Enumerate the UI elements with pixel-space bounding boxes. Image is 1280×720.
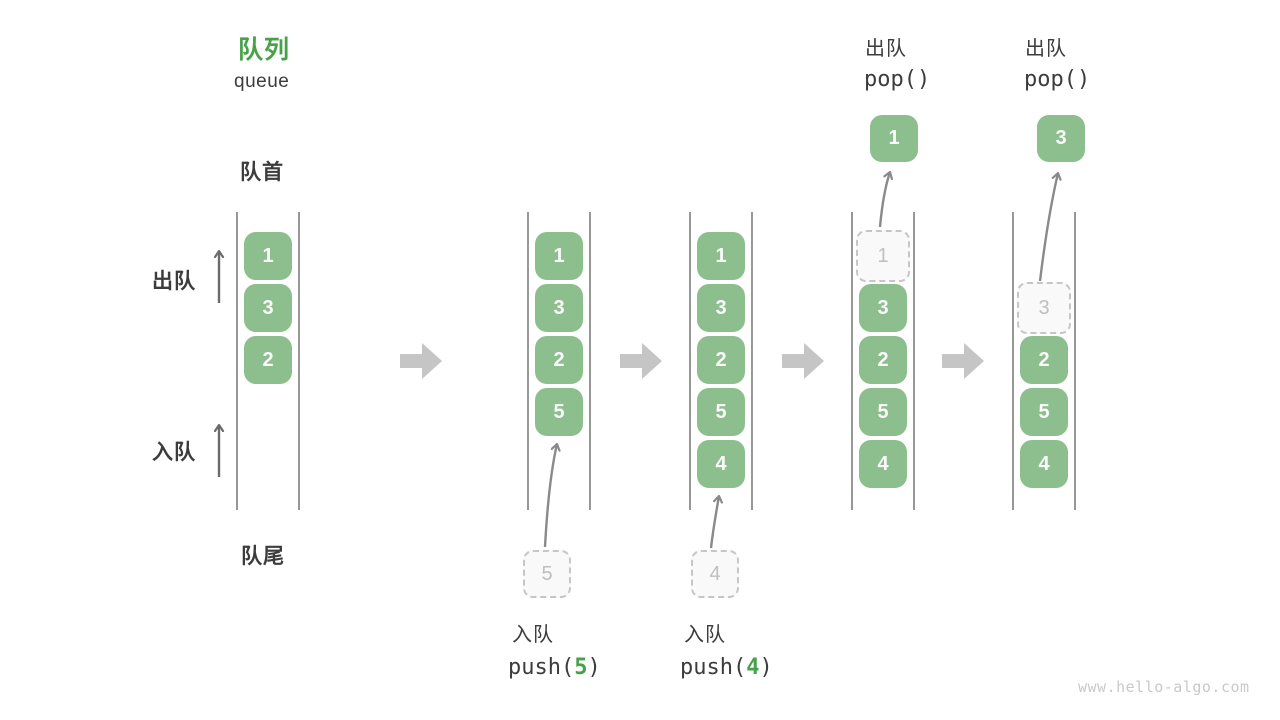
queue-box: 2: [697, 336, 745, 384]
push-code-close: ): [587, 655, 601, 680]
dequeue-side-label: 出队: [152, 270, 196, 293]
page-subtitle: queue: [234, 71, 290, 92]
queue-box: 4: [697, 440, 745, 488]
queue-box: 2: [1020, 336, 1068, 384]
pop-code: pop(): [864, 67, 931, 92]
step-arrow-icon: [400, 343, 442, 379]
queue-container-lines: [236, 212, 1076, 510]
push-code-close: ): [759, 655, 773, 680]
push-action-label: 入队: [684, 624, 726, 646]
pop-arrow-icon: [1038, 173, 1058, 282]
queue-box: 4: [1020, 440, 1068, 488]
rear-label: 队尾: [241, 545, 285, 568]
push-code-arg: 4: [746, 655, 760, 680]
queue-box: 1: [244, 232, 292, 280]
push-code-fn: push(: [680, 655, 747, 680]
ghost-box: 3: [1017, 282, 1071, 334]
queue-box: 2: [859, 336, 907, 384]
popped-box: 3: [1037, 115, 1085, 162]
staged-box: 4: [691, 550, 739, 598]
pop-action-label: 出队: [865, 38, 907, 60]
queue-box: 1: [697, 232, 745, 280]
enqueue-side-label: 入队: [152, 441, 196, 464]
push-code: push(5): [508, 655, 601, 680]
queue-box: 3: [697, 284, 745, 332]
push-arrow-icon: [709, 496, 719, 549]
popped-box: 1: [870, 115, 918, 162]
push-action-label: 入队: [512, 624, 554, 646]
queue-box: 5: [1020, 388, 1068, 436]
queue-box: 2: [244, 336, 292, 384]
queue-box: 3: [535, 284, 583, 332]
queue-box: 5: [535, 388, 583, 436]
step-arrow-icon: [782, 343, 824, 379]
ghost-box: 1: [856, 230, 910, 282]
watermark: www.hello-algo.com: [1078, 678, 1250, 696]
step-arrow-icon: [942, 343, 984, 379]
front-label: 队首: [240, 161, 284, 184]
pop-arrow-icon: [878, 172, 890, 228]
queue-box: 2: [535, 336, 583, 384]
pop-code: pop(): [1024, 67, 1091, 92]
push-code: push(4): [680, 655, 773, 680]
page-title: 队列: [238, 36, 291, 64]
push-code-arg: 5: [574, 655, 588, 680]
queue-box: 3: [859, 284, 907, 332]
queue-box: 5: [697, 388, 745, 436]
step-arrow-icon: [620, 343, 662, 379]
pop-action-label: 出队: [1025, 38, 1067, 60]
staged-box: 5: [523, 550, 571, 598]
push-code-fn: push(: [508, 655, 575, 680]
queue-box: 1: [535, 232, 583, 280]
push-arrow-icon: [543, 444, 557, 548]
queue-box: 3: [244, 284, 292, 332]
queue-box: 4: [859, 440, 907, 488]
queue-box: 5: [859, 388, 907, 436]
